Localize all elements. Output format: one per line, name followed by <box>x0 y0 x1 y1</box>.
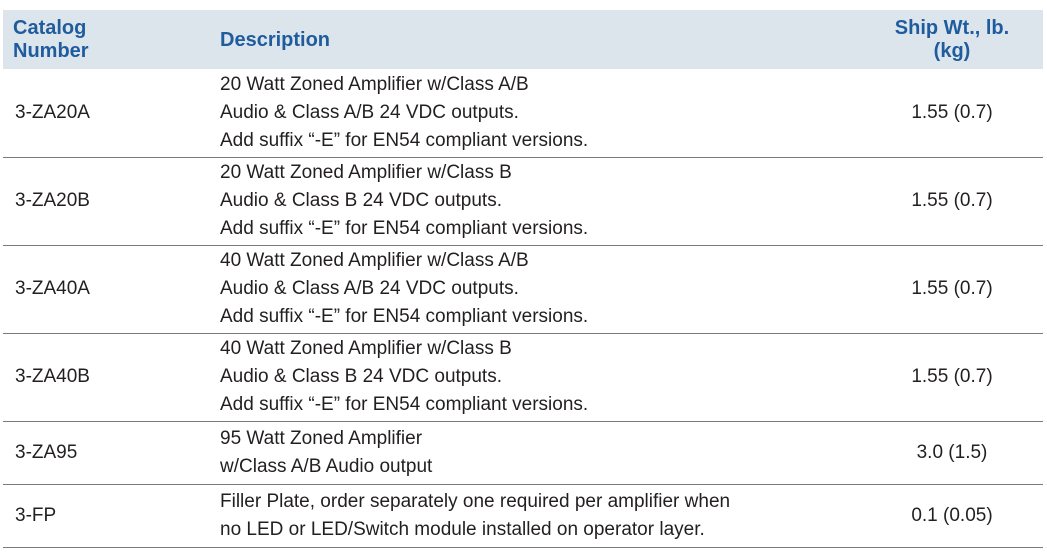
description-line: Filler Plate, order separately one requi… <box>220 490 731 512</box>
table-row: 3-ZA40A 40 Watt Zoned Amplifier w/Class … <box>3 245 1043 334</box>
catalog-header-line-2: Number <box>13 39 89 62</box>
catalog-number-cell: 3-FP <box>3 484 200 548</box>
description-line: Add suffix “-E” for EN54 compliant versi… <box>220 394 589 415</box>
table-header: Catalog Number Description Ship Wt., lb.… <box>3 10 1043 69</box>
description-line: no LED or LED/Switch module installed on… <box>220 518 705 540</box>
catalog-number-cell: 3-ZA40A <box>3 245 200 334</box>
ship-weight-cell: 3.0 (1.5) <box>853 421 1043 485</box>
description-line: 20 Watt Zoned Amplifier w/Class B <box>220 162 512 183</box>
table-row: 3-ZA40B 40 Watt Zoned Amplifier w/Class … <box>3 333 1043 422</box>
description-line: 40 Watt Zoned Amplifier w/Class B <box>220 338 512 359</box>
ship-weight-header: Ship Wt., lb. (kg) <box>853 10 1043 69</box>
header-row: Catalog Number Description Ship Wt., lb.… <box>3 10 1043 69</box>
description-cell: 20 Watt Zoned Amplifier w/Class A/B Audi… <box>200 69 853 158</box>
description-line: Audio & Class B 24 VDC outputs. <box>220 366 502 387</box>
description-cell: 40 Watt Zoned Amplifier w/Class B Audio … <box>200 333 853 422</box>
description-cell: 40 Watt Zoned Amplifier w/Class A/B Audi… <box>200 245 853 334</box>
description-cell: 20 Watt Zoned Amplifier w/Class B Audio … <box>200 157 853 246</box>
table-row: 3-ZA95 95 Watt Zoned Amplifier w/Class A… <box>3 421 1043 485</box>
ship-weight-cell: 1.55 (0.7) <box>853 245 1043 334</box>
ship-weight-cell: 0.1 (0.05) <box>853 484 1043 548</box>
ship-weight-cell: 1.55 (0.7) <box>853 333 1043 422</box>
description-line: Add suffix “-E” for EN54 compliant versi… <box>220 218 589 239</box>
catalog-number-cell: 3-ZA20B <box>3 157 200 246</box>
catalog-number-cell: 3-ZA95 <box>3 421 200 485</box>
description-line: w/Class A/B Audio output <box>220 455 433 477</box>
table-row: 3-ZA20A 20 Watt Zoned Amplifier w/Class … <box>3 69 1043 158</box>
description-line: Add suffix “-E” for EN54 compliant versi… <box>220 129 589 151</box>
catalog-number-cell: 3-ZA20A <box>3 69 200 158</box>
description-line: 40 Watt Zoned Amplifier w/Class A/B <box>220 250 529 271</box>
description-line: 95 Watt Zoned Amplifier <box>220 427 423 449</box>
ship-weight-cell: 1.55 (0.7) <box>853 69 1043 158</box>
ship-weight-header-line-2: (kg) <box>933 39 971 62</box>
description-line: 20 Watt Zoned Amplifier w/Class A/B <box>220 73 529 95</box>
ship-weight-cell: 1.55 (0.7) <box>853 157 1043 246</box>
description-line: Audio & Class A/B 24 VDC outputs. <box>220 278 519 299</box>
description-cell: 95 Watt Zoned Amplifier w/Class A/B Audi… <box>200 421 853 485</box>
catalog-table: Catalog Number Description Ship Wt., lb.… <box>3 10 1043 548</box>
table-row: 3-FP Filler Plate, order separately one … <box>3 484 1043 548</box>
catalog-header-line-1: Catalog <box>13 16 87 39</box>
description-line: Audio & Class B 24 VDC outputs. <box>220 190 502 211</box>
catalog-number-header: Catalog Number <box>3 10 200 69</box>
description-header-label: Description <box>220 29 331 51</box>
table-body: 3-ZA20A 20 Watt Zoned Amplifier w/Class … <box>3 69 1043 548</box>
description-cell: Filler Plate, order separately one requi… <box>200 484 853 548</box>
catalog-number-cell: 3-ZA40B <box>3 333 200 422</box>
description-header: Description <box>200 10 853 69</box>
description-line: Add suffix “-E” for EN54 compliant versi… <box>220 306 589 327</box>
table-row: 3-ZA20B 20 Watt Zoned Amplifier w/Class … <box>3 157 1043 246</box>
description-line: Audio & Class A/B 24 VDC outputs. <box>220 101 519 123</box>
ship-weight-header-line-1: Ship Wt., lb. <box>894 16 1010 39</box>
